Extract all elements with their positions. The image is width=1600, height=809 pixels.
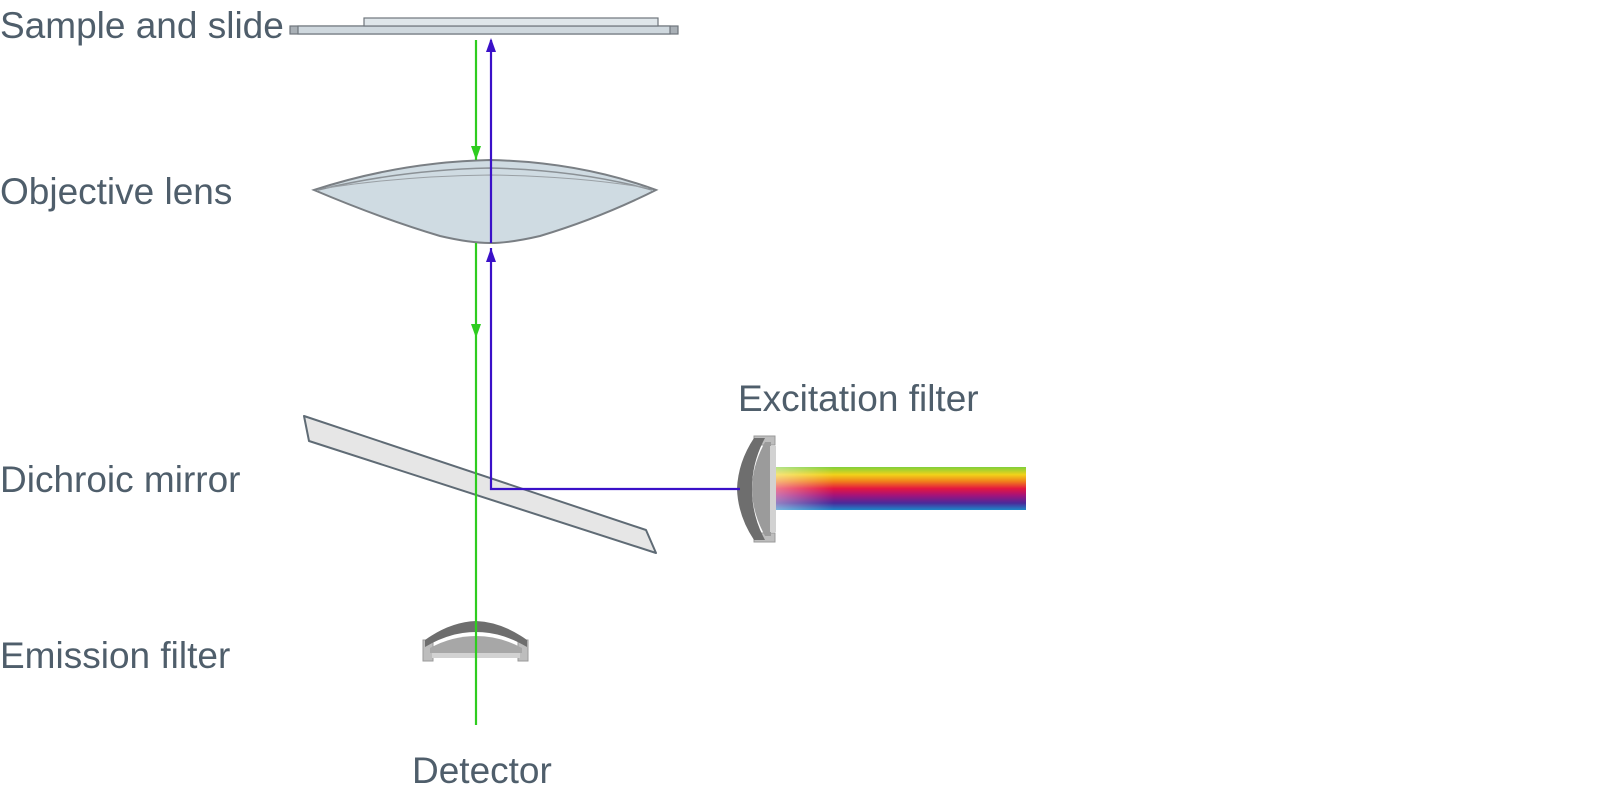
light-source-spectrum <box>770 467 1026 510</box>
excitation-arrow-lower <box>486 248 496 262</box>
label-excitation-filter: Excitation filter <box>738 378 979 419</box>
label-detector: Detector <box>412 750 552 791</box>
label-objective-lens: Objective lens <box>0 171 232 212</box>
label-dichroic-mirror: Dichroic mirror <box>0 459 241 500</box>
emission-arrow-lower <box>471 324 481 338</box>
objective-lens <box>311 158 659 245</box>
excitation-filter <box>737 435 776 543</box>
label-sample-and-slide: Sample and slide <box>0 5 284 46</box>
emission-arrow-upper <box>471 146 481 160</box>
dichroic-mirror <box>303 415 657 554</box>
label-emission-filter: Emission filter <box>0 635 230 676</box>
sample-slide <box>289 17 679 35</box>
excitation-beam <box>489 40 740 491</box>
excitation-arrow-upper <box>486 38 496 52</box>
